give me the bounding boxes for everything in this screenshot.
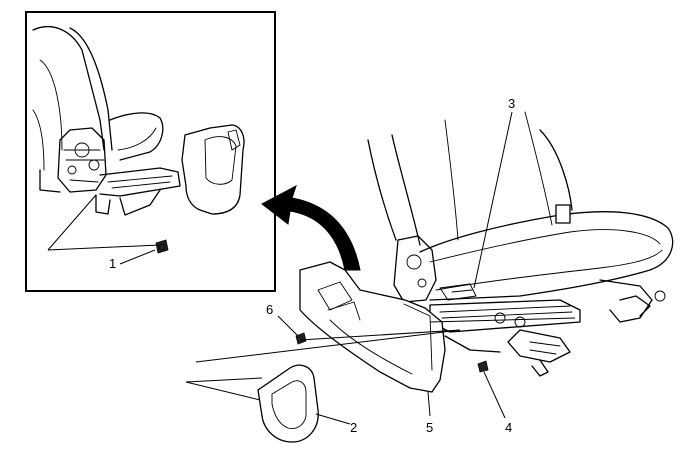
removal-direction-arrow — [261, 184, 361, 271]
callout-4: 4 — [505, 420, 512, 435]
leader-5 — [427, 391, 431, 417]
callout-5: 5 — [426, 420, 433, 435]
main-seat-assembly — [367, 111, 674, 377]
inset-trim-panel — [181, 124, 245, 215]
callout-1: 1 — [109, 256, 116, 271]
detail-inset: 1 — [25, 11, 276, 292]
callout-2: 2 — [350, 420, 357, 435]
inset-seat-back — [32, 26, 113, 171]
leader-2 — [315, 413, 351, 425]
leader-3 — [473, 111, 513, 289]
cover-piece — [257, 364, 319, 443]
outer-trim-panel — [299, 261, 446, 393]
callout-6: 6 — [266, 302, 273, 317]
inset-seat-cushion — [109, 112, 164, 161]
fastener-6 — [295, 332, 307, 345]
inset-fastener — [155, 239, 169, 254]
callout-3: 3 — [508, 96, 515, 111]
inset-seat-mechanism — [39, 127, 181, 216]
leader-4 — [483, 371, 506, 419]
leader-6 — [277, 315, 299, 337]
fastener-4 — [477, 360, 489, 373]
